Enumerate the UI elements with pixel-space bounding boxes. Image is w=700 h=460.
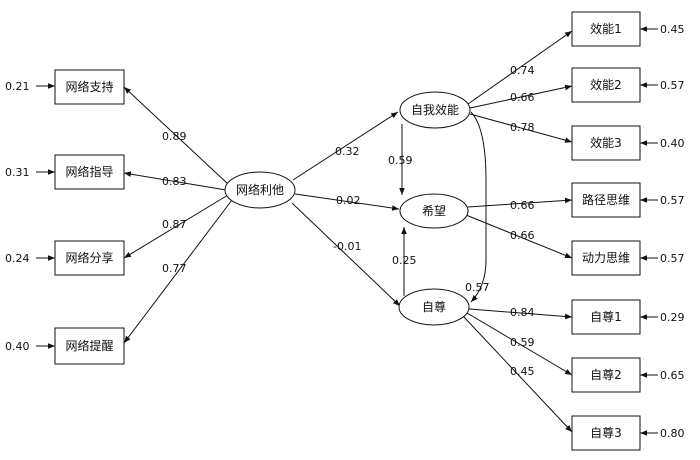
node-path-thinking: 路径思维	[571, 182, 641, 218]
coef-efficacy-esteem: 0.57	[465, 281, 490, 294]
error-support: 0.21	[5, 80, 30, 93]
node-est1-label: 自尊1	[590, 309, 622, 324]
node-eff1-label: 效能1	[590, 21, 622, 36]
path-altruism-hope	[294, 193, 400, 211]
node-est1: 自尊1	[571, 299, 641, 335]
coef-hope-agency-thinking: 0.66	[510, 229, 535, 242]
node-eff2-label: 效能2	[590, 77, 622, 92]
error-est1: 0.29	[660, 311, 685, 324]
error-est3: 0.80	[660, 427, 685, 440]
error-share: 0.24	[5, 252, 30, 265]
node-guidance: 网络指导	[54, 154, 125, 190]
path-altruism-remind	[123, 199, 233, 344]
node-eff1: 效能1	[571, 11, 641, 47]
node-hope-label: 希望	[422, 203, 446, 218]
path-esteem-est1	[468, 308, 573, 320]
error-labels: 0.21 0.31 0.24 0.40 0.45 0.57 0.40 0.57 …	[5, 23, 685, 440]
error-agency-thinking: 0.57	[660, 252, 685, 265]
node-est2-label: 自尊2	[590, 367, 622, 382]
coef-altruism-efficacy: 0.32	[335, 145, 360, 158]
coef-altruism-esteem: -0.01	[333, 240, 361, 253]
node-est2: 自尊2	[571, 357, 641, 393]
node-est3: 自尊3	[571, 415, 641, 451]
path-altruism-guidance	[123, 171, 227, 191]
node-altruism-label: 网络利他	[236, 182, 284, 197]
path-altruism-esteem	[291, 202, 401, 307]
path-hope-path-thinking	[467, 197, 573, 208]
coef-esteem-est3: 0.45	[510, 365, 535, 378]
node-agency-thinking: 动力思维	[571, 240, 641, 276]
node-support-label: 网络支持	[65, 79, 113, 94]
path-altruism-efficacy	[292, 111, 399, 181]
node-hope: 希望	[399, 193, 469, 229]
path-esteem-est3	[462, 315, 573, 433]
node-efficacy: 自我效能	[399, 91, 471, 129]
path-efficacy-eff2	[469, 84, 573, 109]
coef-esteem-hope: 0.25	[392, 254, 417, 267]
node-esteem: 自尊	[398, 288, 470, 326]
node-efficacy-label: 自我效能	[411, 102, 459, 117]
node-agency-thinking-label: 动力思维	[582, 251, 630, 265]
error-remind: 0.40	[5, 340, 30, 353]
path-altruism-support	[123, 86, 229, 185]
paths-layer	[36, 26, 658, 436]
coef-hope-path-thinking: 0.66	[510, 199, 535, 212]
coef-esteem-est2: 0.59	[510, 336, 535, 349]
node-path-thinking-label: 路径思维	[582, 192, 630, 207]
node-est3-label: 自尊3	[590, 425, 622, 440]
coef-altruism-share: 0.87	[162, 218, 187, 231]
coef-altruism-support: 0.89	[162, 130, 187, 143]
path-efficacy-eff1	[467, 30, 573, 105]
error-path-thinking: 0.57	[660, 194, 685, 207]
path-esteem-est2	[466, 312, 573, 376]
node-remind: 网络提醒	[54, 327, 125, 365]
path-altruism-share	[123, 194, 229, 259]
coef-altruism-guidance: 0.83	[162, 175, 187, 188]
error-est2: 0.65	[660, 369, 685, 382]
node-altruism: 网络利他	[224, 171, 296, 209]
error-eff2: 0.57	[660, 79, 685, 92]
node-esteem-label: 自尊	[422, 299, 446, 314]
coefficient-labels: 0.89 0.83 0.87 0.77 0.32 0.02 -0.01 0.59…	[162, 64, 535, 378]
node-remind-label: 网络提醒	[65, 338, 113, 353]
path-hope-agency-thinking	[465, 214, 573, 259]
node-share-label: 网络分享	[65, 250, 113, 265]
coef-esteem-est1: 0.84	[510, 306, 535, 319]
coef-efficacy-eff2: 0.66	[510, 91, 535, 104]
error-guidance: 0.31	[5, 166, 30, 179]
node-eff3-label: 效能3	[590, 135, 622, 150]
coef-efficacy-eff3: 0.78	[510, 121, 535, 134]
node-eff2: 效能2	[571, 67, 641, 103]
node-eff3: 效能3	[571, 125, 641, 161]
error-eff3: 0.40	[660, 137, 685, 150]
node-share: 网络分享	[54, 240, 125, 276]
coef-efficacy-hope: 0.59	[388, 154, 413, 167]
path-efficacy-eff3	[469, 113, 573, 143]
coef-efficacy-eff1: 0.74	[510, 64, 535, 77]
node-guidance-label: 网络指导	[65, 164, 113, 179]
node-support: 网络支持	[54, 69, 125, 105]
path-efficacy-esteem	[470, 111, 487, 303]
coef-altruism-hope: 0.02	[336, 194, 361, 207]
error-eff1: 0.45	[660, 23, 685, 36]
coef-altruism-remind: 0.77	[162, 262, 187, 275]
